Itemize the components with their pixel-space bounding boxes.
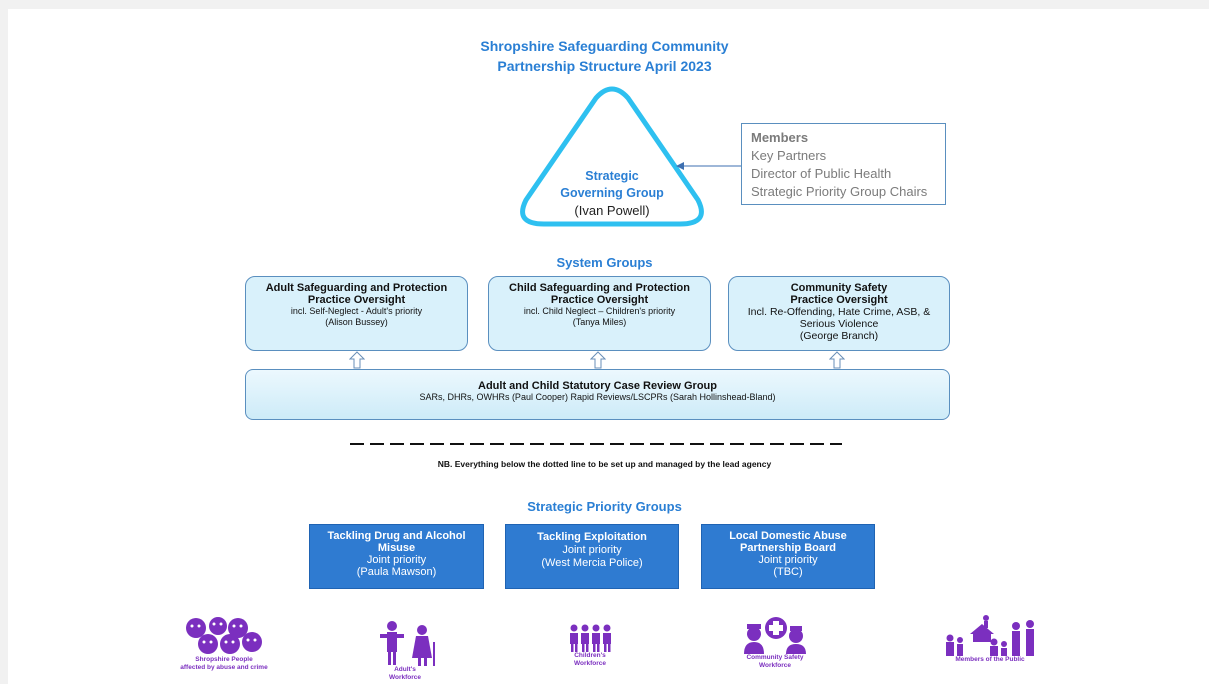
up-arrow-community [829, 351, 845, 369]
community-safety-icon [744, 617, 806, 654]
dashed-divider [350, 443, 842, 445]
adult-carer-icon [380, 621, 435, 666]
members-box: Members Key Partners Director of Public … [741, 123, 946, 205]
child-safeguarding-box: Child Safeguarding and Protection Practi… [488, 276, 711, 351]
community-safety-box: Community Safety Practice Oversight Incl… [728, 276, 950, 351]
adult-safeguarding-box: Adult Safeguarding and Protection Practi… [245, 276, 468, 351]
governing-group-label: Strategic Governing Group (Ivan Powell) [560, 169, 664, 218]
case-review-box: Adult and Child Statutory Case Review Gr… [245, 369, 950, 420]
domestic-abuse-box: Local Domestic Abuse Partnership Board J… [701, 524, 875, 589]
drug-alcohol-box: Tackling Drug and Alcohol Misuse Joint p… [309, 524, 484, 589]
diagram-title: Shropshire Safeguarding Community Partne… [480, 38, 729, 74]
exploitation-box: Tackling Exploitation Joint priority (We… [505, 524, 679, 589]
up-arrow-adult [349, 351, 365, 369]
childrens-workforce-group: Children's Workforce [550, 624, 630, 668]
priority-groups-heading: Strategic Priority Groups [527, 499, 682, 514]
community-safety-workforce-group: Community Safety Workforce [725, 616, 825, 670]
adults-workforce-group: Adult's Workforce [355, 620, 455, 682]
up-arrow-child [590, 351, 606, 369]
children-group-icon [570, 624, 611, 652]
system-groups-heading: System Groups [556, 255, 653, 270]
lead-agency-note: NB. Everything below the dotted line to … [437, 459, 772, 469]
members-arrow [676, 162, 742, 170]
families-icon [946, 615, 1034, 656]
governing-group-triangle [520, 86, 704, 227]
shropshire-people-group: Shropshire People affected by abuse and … [164, 616, 284, 672]
sad-faces-icon [186, 617, 262, 654]
members-of-public-group: Members of the Public [935, 614, 1045, 664]
